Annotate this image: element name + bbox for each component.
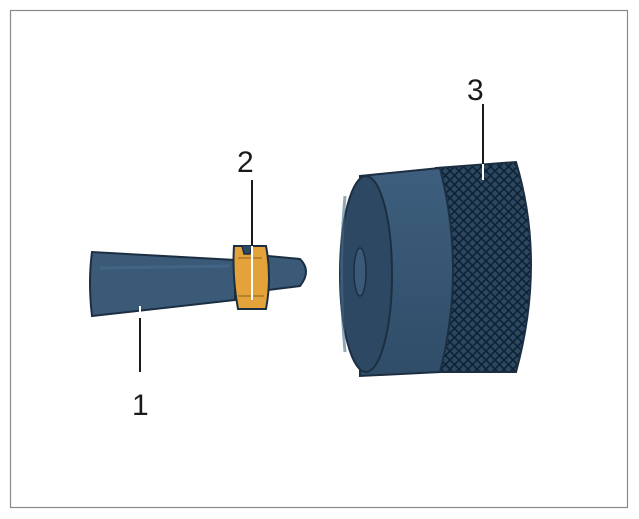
- callout-number-2: 2: [237, 146, 254, 179]
- tapered-pin-icon: [89, 250, 307, 318]
- callout-number-1: 1: [132, 389, 149, 422]
- callout-number-3: 3: [467, 74, 484, 107]
- diagram-border: [9, 9, 629, 509]
- knurled-cap-icon: [339, 160, 532, 378]
